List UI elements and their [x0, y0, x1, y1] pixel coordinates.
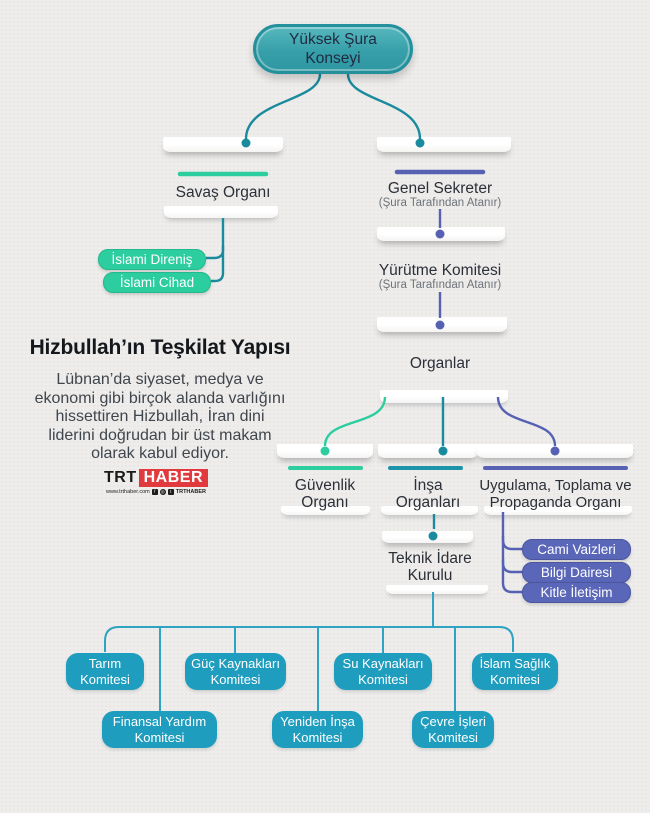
ribbon-above-insa [378, 444, 478, 458]
twitter-icon: t [167, 489, 174, 495]
committee-cevre-isleri: Çevre İşleri Komitesi [412, 711, 494, 748]
infographic-body: Lübnan’da siyaset, medya ve ekonomi gibi… [8, 371, 312, 464]
wire-uygulama-to-kitle [501, 559, 522, 594]
ribbon-under-teknik [386, 585, 488, 594]
committee-yeniden-insa: Yeniden İnşa Komitesi [272, 711, 363, 748]
logo-website: www.trthaber.com [106, 489, 150, 495]
pill-kitle-iletisim: Kitle İletişim [522, 582, 631, 603]
wire-committee-bus [104, 626, 514, 652]
logo-handle: TRTHABER [175, 489, 206, 495]
committee-finansal-yardim: Finansal Yardım Komitesi [102, 711, 217, 748]
uygulama-line-2: Propaganda Organı [489, 494, 622, 511]
node-teknik-idare-kurulu: Teknik İdare Kurulu [378, 550, 482, 584]
committee-label: Komitesi [80, 671, 130, 687]
ribbon-left-split [163, 137, 283, 152]
committee-label: Su Kaynakları [342, 656, 424, 671]
ribbon-under-savas [164, 206, 278, 218]
node-guvenlik-organi: Güvenlik Organı [275, 477, 375, 511]
body-line: Lübnan’da siyaset, medya ve [56, 371, 264, 388]
infographic-title: Hizbullah’ın Teşkilat Yapısı [29, 336, 291, 359]
wire-root-to-sekreter [346, 73, 422, 140]
committee-label: Komitesi [490, 671, 540, 687]
node-savas-organi: Savaş Organı [175, 184, 271, 201]
wire-savas-to-cihad [211, 246, 225, 283]
committee-label: Finansal Yardım [112, 714, 207, 729]
dot-sekreter [415, 138, 425, 148]
ribbon-under-organlar [380, 390, 508, 403]
node-genel-sekreter: Genel Sekreter [387, 180, 493, 197]
node-insa-organlari: İnşa Organları [378, 477, 478, 511]
teknik-line-1: Teknik İdare [388, 550, 472, 567]
instagram-icon: ◎ [159, 489, 166, 495]
ribbon-under-guvenlik [281, 506, 370, 515]
dot-guvenlik [320, 446, 330, 456]
pill-bilgi-dairesi: Bilgi Dairesi [522, 562, 631, 583]
root-line-1: Yüksek Şura [289, 31, 377, 48]
committee-label: İslam Sağlık [479, 656, 551, 671]
dot-organlar [435, 320, 445, 330]
committee-label: Komitesi [134, 729, 185, 745]
pill-islami-direnis: İslami Direniş [98, 249, 206, 270]
teknik-line-2: Kurulu [407, 567, 453, 584]
committee-label: Komitesi [210, 671, 261, 687]
wire-organlar-to-guvenlik [323, 396, 387, 447]
dot-uygulama [550, 446, 560, 456]
dot-teknik [428, 531, 438, 541]
ribbon-right-split [377, 137, 511, 152]
insa-line-2: Organları [395, 494, 461, 511]
insa-line-1: İnşa [413, 477, 443, 494]
committee-label: Güç Kaynakları [191, 656, 280, 671]
logo-social-row: www.trthaber.com f ◎ t TRTHABER [95, 489, 217, 495]
node-yurutme-komitesi-subtitle: (Şura Tarafından Atanır) [378, 279, 502, 291]
committee-guc-kaynaklari: Güç Kaynakları Komitesi [185, 653, 286, 690]
committee-label: Komitesi [428, 729, 478, 745]
dot-savas [241, 138, 251, 148]
committee-tarim: Tarım Komitesi [66, 653, 144, 690]
committee-islam-saglik: İslam Sağlık Komitesi [472, 653, 558, 690]
root-line-2: Konseyi [305, 50, 361, 67]
body-line: hissettiren Hizbullah, İran dini [55, 408, 265, 425]
node-organlar: Organlar [409, 355, 471, 372]
committee-label: Yeniden İnşa [280, 714, 355, 729]
pill-islami-cihad: İslami Cihad [103, 272, 211, 293]
wire-organlar-to-uygulama [496, 396, 557, 447]
committee-label: Komitesi [292, 729, 343, 745]
guvenlik-line-2: Organı [301, 494, 349, 511]
ribbon-above-teknik [382, 531, 473, 543]
logo-trt: TRT [104, 469, 137, 486]
uygulama-line-1: Uygulama, Toplama ve [479, 477, 632, 494]
pill-cami-vaizleri: Cami Vaizleri [522, 539, 631, 560]
node-yurutme-komitesi: Yürütme Komitesi [378, 262, 502, 279]
committee-label: Çevre İşleri [420, 714, 486, 729]
dot-insa [438, 446, 448, 456]
committee-su-kaynaklari: Su Kaynakları Komitesi [334, 653, 432, 690]
wire-root-to-savas [244, 73, 322, 140]
body-line: olarak kabul ediyor. [91, 445, 229, 462]
node-uygulama-organi: Uygulama, Toplama ve Propaganda Organı [468, 477, 643, 511]
logo-haber: HABER [138, 469, 208, 487]
ribbon-under-uygulama [484, 506, 632, 515]
body-line: ekonomi gibi birçok alanda varlığını [34, 389, 286, 407]
wire-dots [241, 138, 560, 541]
node-genel-sekreter-subtitle: (Şura Tarafından Atanır) [378, 197, 502, 209]
committee-label: Komitesi [358, 671, 408, 687]
guvenlik-line-1: Güvenlik [294, 477, 356, 494]
node-yuksek-sura-konseyi: Yüksek Şura Konseyi [253, 24, 413, 74]
committee-label: Tarım [88, 656, 122, 671]
ribbon-under-insa [381, 506, 478, 515]
dot-yurutme [435, 229, 445, 239]
facebook-icon: f [151, 489, 158, 495]
body-line: liderini doğrudan bir üst makam [48, 426, 272, 444]
